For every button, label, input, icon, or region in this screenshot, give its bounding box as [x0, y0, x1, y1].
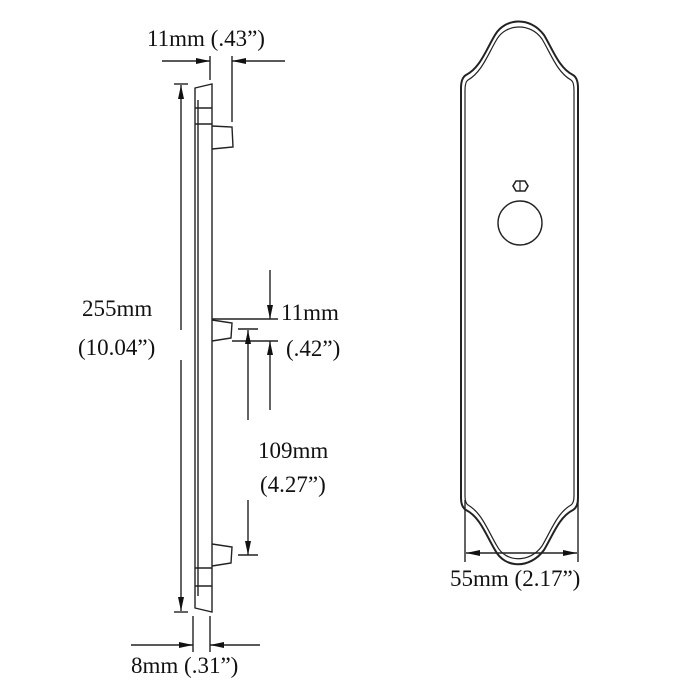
cylinder-hole	[497, 200, 543, 246]
top-offset-label: 11mm (.43”)	[147, 26, 265, 51]
width-label: 55mm (2.17”)	[450, 566, 581, 591]
gap-mm-label: 11mm	[281, 300, 339, 325]
span-mm-label: 109mm	[258, 438, 329, 463]
span-in-label: (4.27”)	[260, 472, 326, 497]
screw-icon	[512, 180, 529, 192]
side-profile-view	[194, 83, 234, 613]
height-in-label: (10.04”)	[78, 335, 156, 360]
thickness-label: 8mm (.31”)	[131, 653, 239, 678]
height-mm-label: 255mm	[82, 296, 153, 321]
front-view	[460, 20, 579, 566]
gap-in-label: (.42”)	[286, 336, 341, 361]
